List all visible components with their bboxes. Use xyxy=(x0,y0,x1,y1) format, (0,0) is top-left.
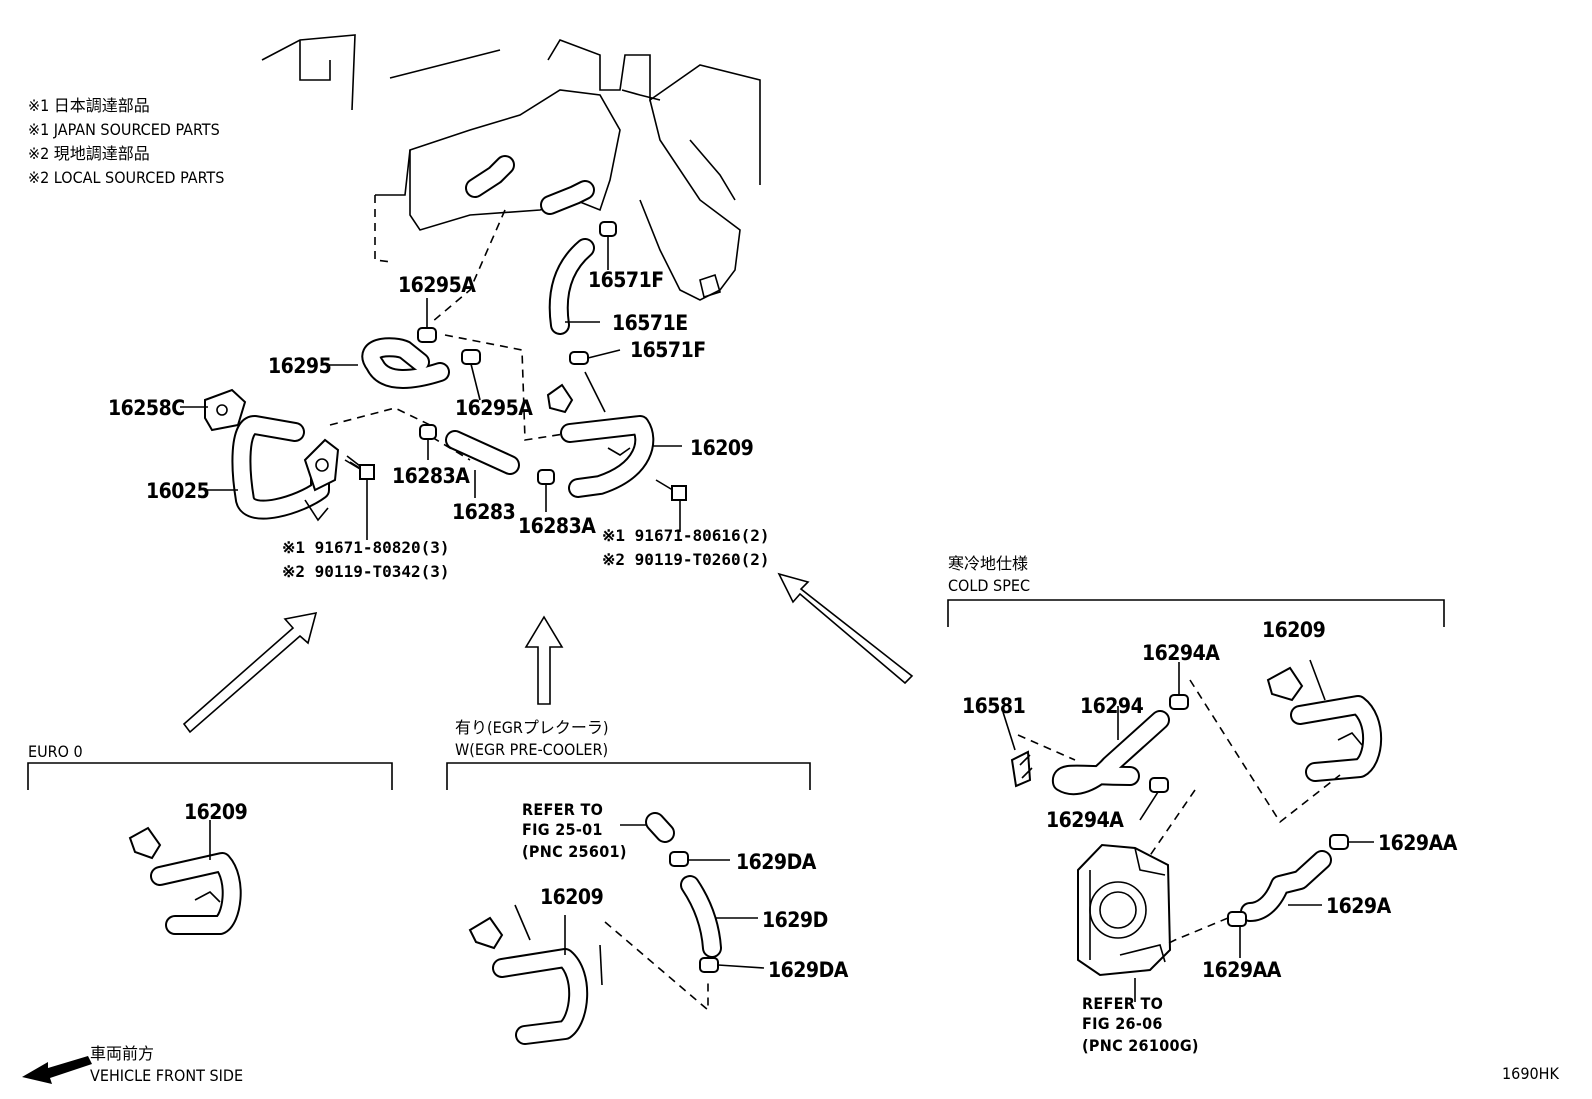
label-cold-1629AA-top: 1629AA xyxy=(1378,831,1457,855)
vehicle-front-arrow-icon xyxy=(22,1056,92,1084)
egr-title-jp: 有り(EGRプレクーラ) xyxy=(455,718,609,737)
note-1-jp: ※1 日本調達部品 xyxy=(28,96,150,115)
hose-16295 xyxy=(328,337,450,389)
fitting-16209-main xyxy=(546,371,682,498)
label-cold-16294A-top: 16294A xyxy=(1142,641,1220,665)
label-16283: 16283 xyxy=(452,500,516,524)
egr-section xyxy=(446,762,811,1045)
arrow-middle xyxy=(524,615,564,705)
note-1-en: ※1 JAPAN SOURCED PARTS xyxy=(28,120,220,139)
vehicle-front-jp: 車両前方 xyxy=(90,1044,155,1063)
label-16283A-right: 16283A xyxy=(518,514,596,538)
label-bolt-right-2: ※2 90119-T0260(2) xyxy=(602,550,770,569)
egr-refer-1: REFER TO xyxy=(522,800,604,819)
label-egr-1629DA-top: 1629DA xyxy=(736,850,816,874)
cold-refer-2: FIG 26-06 xyxy=(1082,1014,1163,1033)
bolt-left xyxy=(344,455,375,540)
arrow-right xyxy=(777,572,914,685)
label-bolt-right-1: ※1 91671-80616(2) xyxy=(602,526,770,545)
egr-refer-2: FIG 25-01 xyxy=(522,820,603,839)
main-dashes xyxy=(329,209,591,461)
label-16025: 16025 xyxy=(146,479,210,503)
label-16571F-bot: 16571F xyxy=(630,338,706,362)
label-16295A-top: 16295A xyxy=(398,273,476,297)
cold-refer-3: (PNC 26100G) xyxy=(1082,1036,1199,1055)
bolt-right xyxy=(655,479,687,532)
label-cold-1629AA-bot: 1629AA xyxy=(1202,958,1281,982)
arrow-left xyxy=(182,611,318,734)
label-egr-1629DA-bot: 1629DA xyxy=(768,958,848,982)
egr-title-en: W(EGR PRE-COOLER) xyxy=(455,740,609,759)
cold-section xyxy=(947,599,1445,1002)
cold-title-jp: 寒冷地仕様 xyxy=(948,554,1029,573)
egr-refer-3: (PNC 25601) xyxy=(522,842,627,861)
label-16571E: 16571E xyxy=(612,311,688,335)
label-16283A-left: 16283A xyxy=(392,464,470,488)
label-egr-16209: 16209 xyxy=(540,885,604,909)
vehicle-front-en: VEHICLE FRONT SIDE xyxy=(90,1066,244,1085)
pipe-16025 xyxy=(180,388,340,522)
engine-outline xyxy=(261,34,761,301)
cold-title-en: COLD SPEC xyxy=(948,576,1031,595)
label-euro0-16209: 16209 xyxy=(184,800,248,824)
label-cold-16294A-bot: 16294A xyxy=(1046,808,1124,832)
euro0-section xyxy=(27,762,393,935)
label-cold-16209: 16209 xyxy=(1262,618,1326,642)
cold-refer-1: REFER TO xyxy=(1082,994,1164,1013)
note-2-jp: ※2 現地調達部品 xyxy=(28,144,150,163)
diagram-code: 1690HK xyxy=(1502,1064,1559,1083)
hose-16283 xyxy=(419,424,555,512)
hose-16571E xyxy=(548,221,621,365)
label-bolt-left-1: ※1 91671-80820(3) xyxy=(282,538,450,557)
label-cold-16294: 16294 xyxy=(1080,694,1144,718)
euro0-title: EURO 0 xyxy=(28,742,83,761)
label-16258C: 16258C xyxy=(108,396,185,420)
label-16295: 16295 xyxy=(268,354,332,378)
label-cold-1629A: 1629A xyxy=(1326,894,1391,918)
label-egr-1629D: 1629D xyxy=(762,908,828,932)
clamp-16295A xyxy=(417,298,481,401)
label-16295A-mid: 16295A xyxy=(455,396,533,420)
label-cold-16581: 16581 xyxy=(962,694,1026,718)
label-bolt-left-2: ※2 90119-T0342(3) xyxy=(282,562,450,581)
label-16571F-top: 16571F xyxy=(588,268,664,292)
label-16209-main: 16209 xyxy=(690,436,754,460)
note-2-en: ※2 LOCAL SOURCED PARTS xyxy=(28,168,225,187)
